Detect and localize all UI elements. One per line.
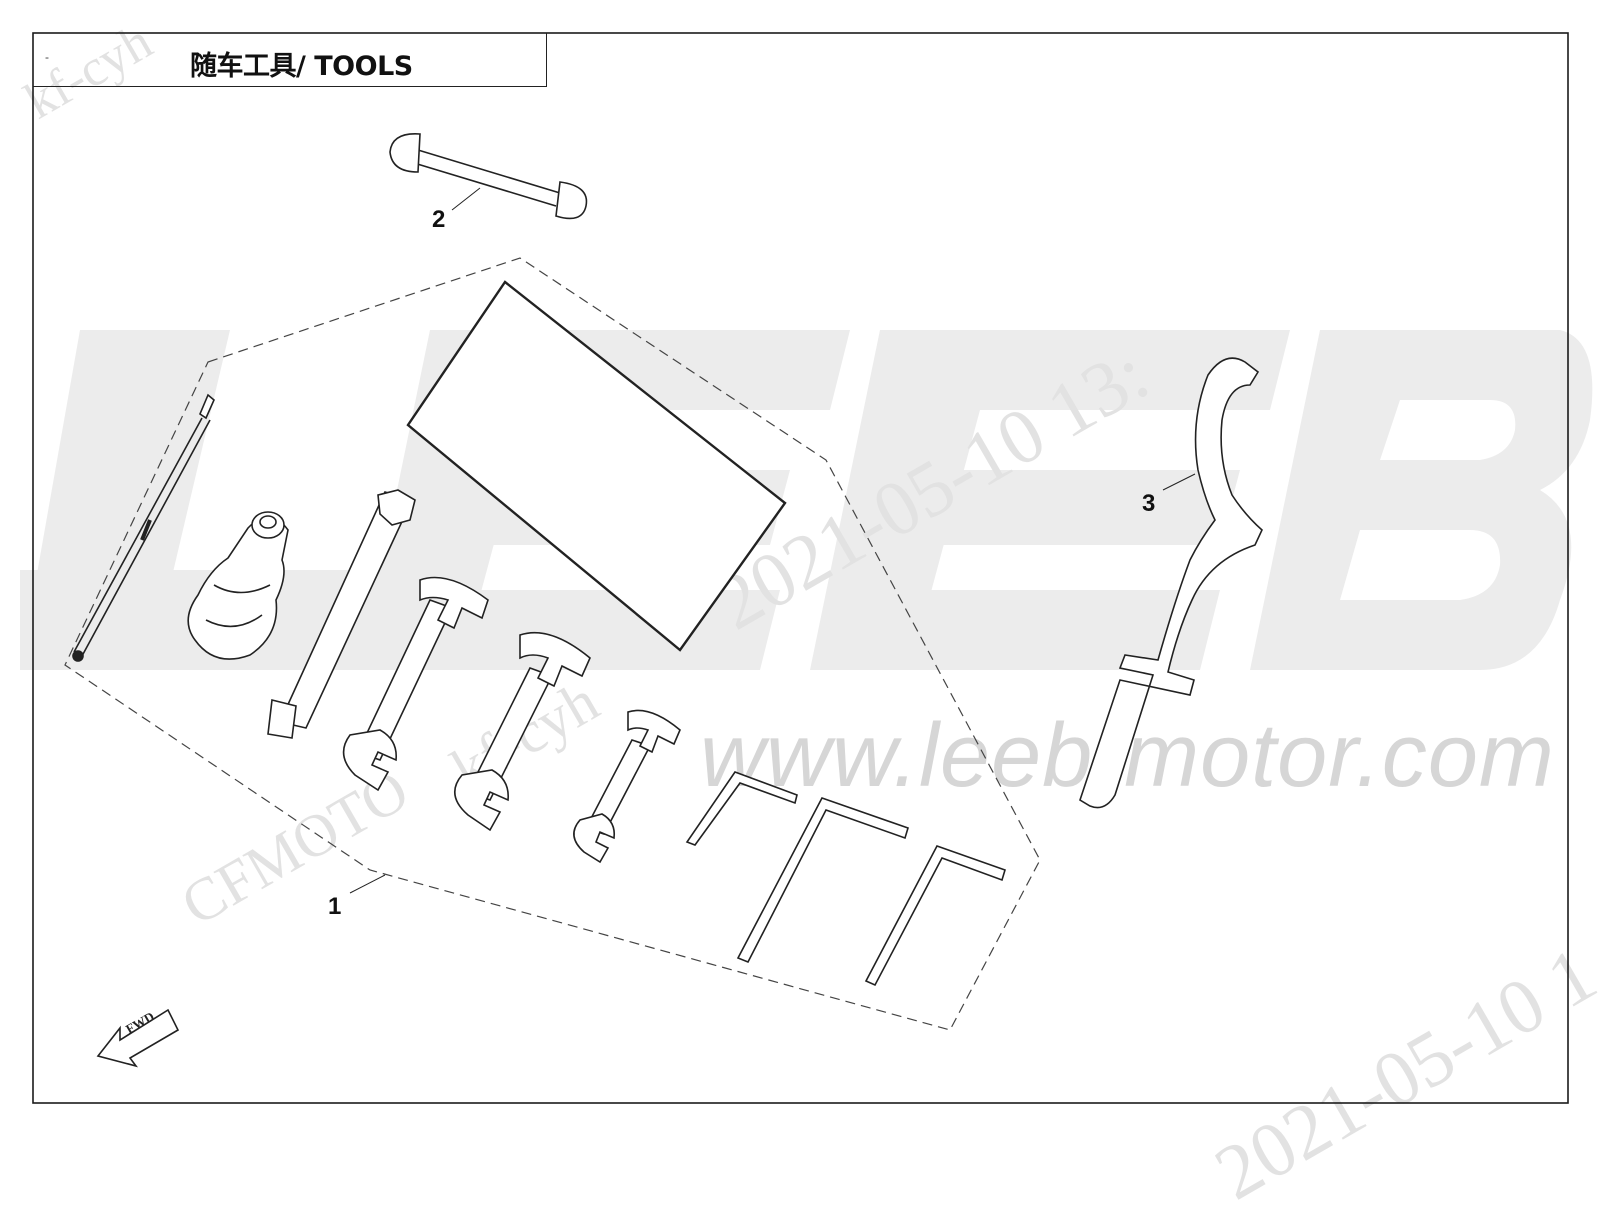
callout-1: 1 [328, 893, 342, 920]
owner-manual [406, 280, 787, 652]
forward-arrow-icon [96, 1008, 180, 1068]
screwdriver [72, 393, 215, 662]
tool-kit-outline [64, 257, 1041, 1031]
pin-tool [389, 133, 588, 220]
hex-key-large [736, 797, 909, 964]
leader-line-3 [1162, 473, 1196, 491]
leader-line-1 [349, 874, 386, 894]
open-end-wrench-medium [454, 631, 591, 832]
tool-handle [187, 511, 289, 660]
tools-drawing [32, 32, 1569, 1104]
open-end-wrench-small [573, 709, 681, 864]
open-end-wrench-large [342, 576, 489, 792]
hex-key-small [685, 771, 798, 846]
hex-key-medium [864, 845, 1006, 987]
title-block [33, 33, 547, 87]
socket-bar [267, 489, 416, 739]
callout-2: 2 [432, 206, 446, 233]
hook-spanner [1079, 357, 1263, 809]
drawing-frame [32, 32, 1569, 1104]
callout-3: 3 [1142, 490, 1156, 517]
page-title: 随车工具/ TOOLS [190, 51, 413, 82]
title-mark: - [45, 50, 49, 64]
diagram-stage: kf-cyh 2021-05-10 13: kf-cyh CFMOTO 2021… [16, 13, 1601, 1216]
leader-line-2 [451, 187, 481, 211]
